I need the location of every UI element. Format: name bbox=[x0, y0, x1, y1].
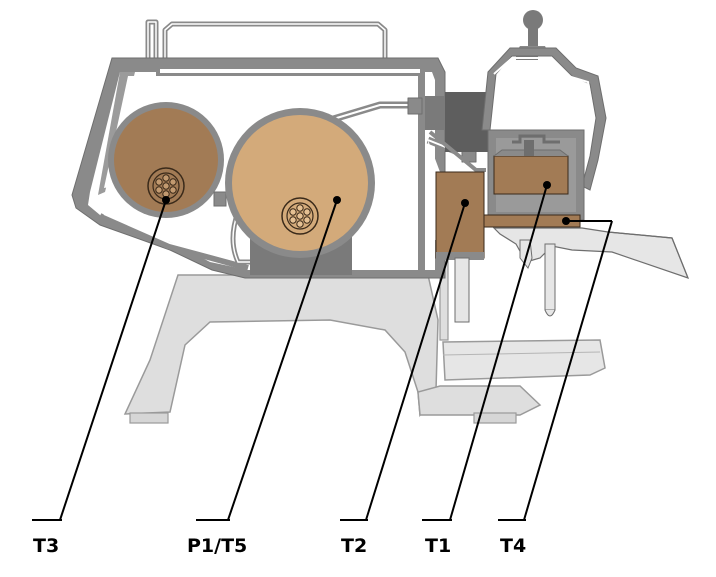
leader-t1 bbox=[449, 184, 548, 521]
label-t3: T3 bbox=[33, 535, 59, 557]
label-p1t5: P1/T5 bbox=[187, 535, 247, 557]
label-t2: T2 bbox=[341, 535, 367, 557]
group-head bbox=[487, 129, 585, 221]
leader-dot-p1t5 bbox=[333, 196, 341, 204]
label-t4: T4 bbox=[500, 535, 526, 557]
callout-labels: T3 P1/T5 T2 T1 T4 bbox=[32, 519, 526, 557]
portafilter bbox=[483, 214, 690, 317]
leader-dot-t3 bbox=[162, 196, 170, 204]
leader-dot-t1 bbox=[543, 181, 551, 189]
leader-t2 bbox=[365, 202, 466, 521]
carry-handle bbox=[145, 19, 388, 62]
leader-dot-t2 bbox=[461, 199, 469, 207]
drum-p1-t5 bbox=[225, 108, 375, 258]
label-t1: T1 bbox=[425, 535, 451, 557]
machine-base bbox=[123, 274, 542, 424]
leader-lines bbox=[59, 181, 613, 521]
leader-t3 bbox=[59, 199, 167, 521]
leader-t4-down bbox=[523, 220, 613, 521]
drum-t3 bbox=[108, 102, 227, 218]
leader-dot-t4 bbox=[562, 217, 570, 225]
lever-housing bbox=[481, 10, 607, 191]
leader-p1t5 bbox=[227, 199, 338, 521]
t2-block bbox=[428, 130, 486, 323]
